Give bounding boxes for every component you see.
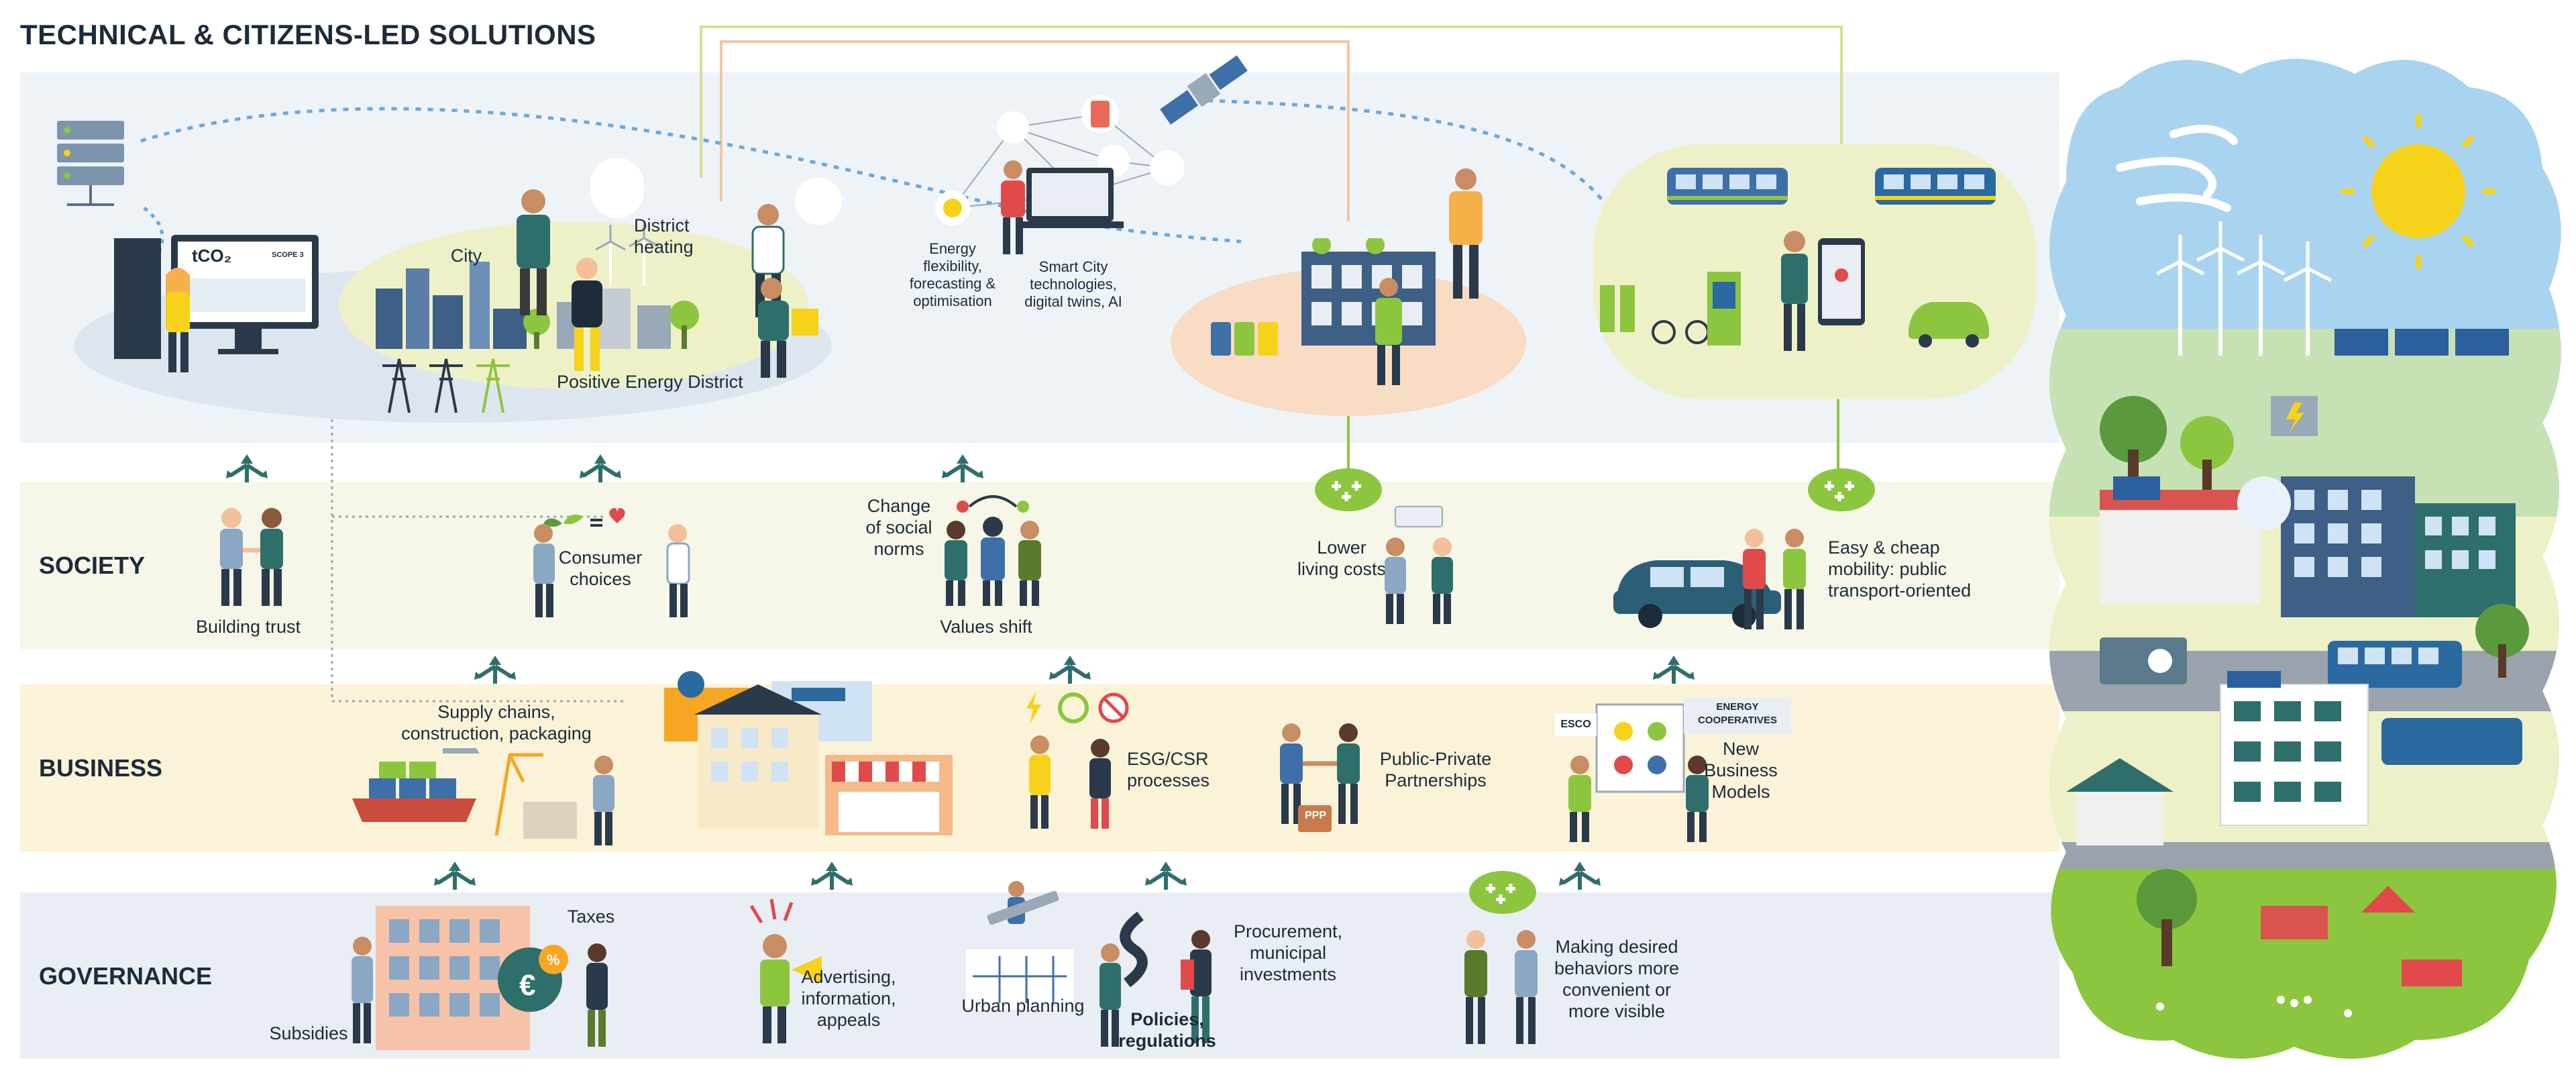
server-icon — [57, 121, 124, 206]
satellite-icon — [1160, 55, 1248, 125]
consumer-choice-scene — [533, 508, 690, 617]
mobility-people — [1743, 529, 1806, 629]
urban-planning-scene — [966, 881, 1212, 1047]
ppp-people — [1280, 723, 1360, 832]
page-title: TECHNICAL & CITIZENS-LED SOLUTIONS — [20, 19, 596, 50]
person-city-4 — [758, 278, 818, 378]
desired-behaviors-people — [1464, 930, 1538, 1044]
label-esg: ESG/CSR processes — [1127, 749, 1210, 790]
label-taxes: Taxes — [567, 907, 615, 927]
three-way-arrow-icon — [1650, 654, 1697, 688]
electric-car — [1909, 302, 1989, 348]
label-smart-city: Smart City technologies, digital twins, … — [1024, 258, 1122, 310]
ev-chargers — [1600, 272, 1741, 346]
computer-tco2 — [114, 235, 319, 359]
label-consumer-choices: Consumer choices — [558, 548, 643, 589]
sun-icon — [2341, 114, 2496, 268]
esco-tag: ESCO — [1555, 713, 1597, 736]
label-procurement: Procurement, municipal investments — [1233, 921, 1343, 984]
three-way-arrow-icon — [431, 860, 478, 894]
label-desired-behaviors: Making desired behaviors more convenient… — [1554, 937, 1680, 1021]
three-way-arrow-icon — [939, 453, 986, 486]
person-smart-city — [1001, 160, 1025, 254]
label-subsidies: Subsidies — [269, 1023, 348, 1043]
label-mobility: Easy & cheap mobility: public transport-… — [1828, 537, 1972, 601]
label-city: City — [450, 246, 482, 266]
three-way-arrow-icon — [577, 453, 624, 486]
bus-icon — [1875, 168, 1996, 205]
three-way-arrow-icon — [1556, 860, 1603, 894]
car-icon — [1613, 560, 1781, 628]
scope-label: SCOPE 3 — [272, 251, 304, 259]
person-neighborhood-2 — [1375, 278, 1402, 385]
values-shift-group — [945, 495, 1041, 606]
label-new-models: New Business Models — [1704, 739, 1778, 802]
benefit-cloud-mobility — [1808, 468, 1875, 511]
row-title-business: BUSINESS — [39, 754, 163, 782]
label-advertising: Advertising, information, appeals — [801, 967, 896, 1030]
advertising-scene — [749, 898, 822, 1043]
taxes-building-scene — [352, 906, 608, 1050]
label-lower-costs: Lower living costs — [1297, 537, 1387, 579]
label-values-shift: Values shift — [940, 617, 1032, 637]
wind-turbine-icon — [595, 221, 659, 285]
label-change-norms: Change of social norms — [865, 496, 932, 559]
label-energy-flex: Energy flexibility, forecasting & optimi… — [909, 240, 996, 309]
label-ppp: Public-Private Partnerships — [1379, 749, 1492, 790]
percent-symbol: % — [547, 951, 560, 968]
pylons — [382, 358, 510, 413]
label-ped: Positive Energy District — [557, 372, 743, 392]
label-building-trust: Building trust — [195, 617, 301, 637]
person-at-computer — [166, 268, 190, 372]
euro-symbol: € — [519, 969, 536, 1002]
label-district-heating: District heating — [634, 215, 694, 257]
handshake-people — [220, 508, 283, 606]
smart-network — [935, 95, 1185, 228]
label-urban-planning: Urban planning — [961, 996, 1085, 1016]
three-way-arrow-icon — [1046, 654, 1093, 688]
row-title-society: SOCIETY — [39, 552, 146, 579]
benefit-cloud-lower-costs — [1315, 468, 1382, 511]
ppp-tag: PPP — [1305, 810, 1327, 821]
supply-chain-scene — [352, 748, 614, 845]
person-neighborhood — [1449, 168, 1483, 299]
row-title-governance: GOVERNANCE — [39, 962, 213, 990]
tram-icon — [1667, 168, 1788, 205]
new-business-scene — [1568, 703, 1709, 842]
thought-bubble — [590, 158, 644, 218]
person-city-2 — [572, 258, 602, 371]
esg-scene — [1026, 691, 1129, 829]
recycling-bins — [1211, 322, 1278, 356]
phone-map — [1781, 231, 1865, 351]
sustainable-city-cloud — [2049, 58, 2561, 1059]
person-city-1 — [517, 189, 550, 315]
three-way-arrow-icon — [223, 453, 270, 486]
money-badge — [795, 178, 842, 225]
shops-buildings — [664, 671, 953, 835]
tco2-label: tCO₂ — [192, 246, 232, 266]
label-policies: Policies, regulations — [1118, 1009, 1216, 1051]
energy-coops-tag: ENERGY COOPERATIVES — [1684, 698, 1791, 734]
label-supply-chains: Supply chains, construction, packaging — [401, 702, 592, 743]
three-way-arrow-icon — [472, 654, 519, 688]
benefit-cloud-behaviors — [1469, 871, 1536, 914]
lower-costs-people — [1385, 506, 1453, 624]
three-way-arrow-icon — [808, 860, 855, 894]
